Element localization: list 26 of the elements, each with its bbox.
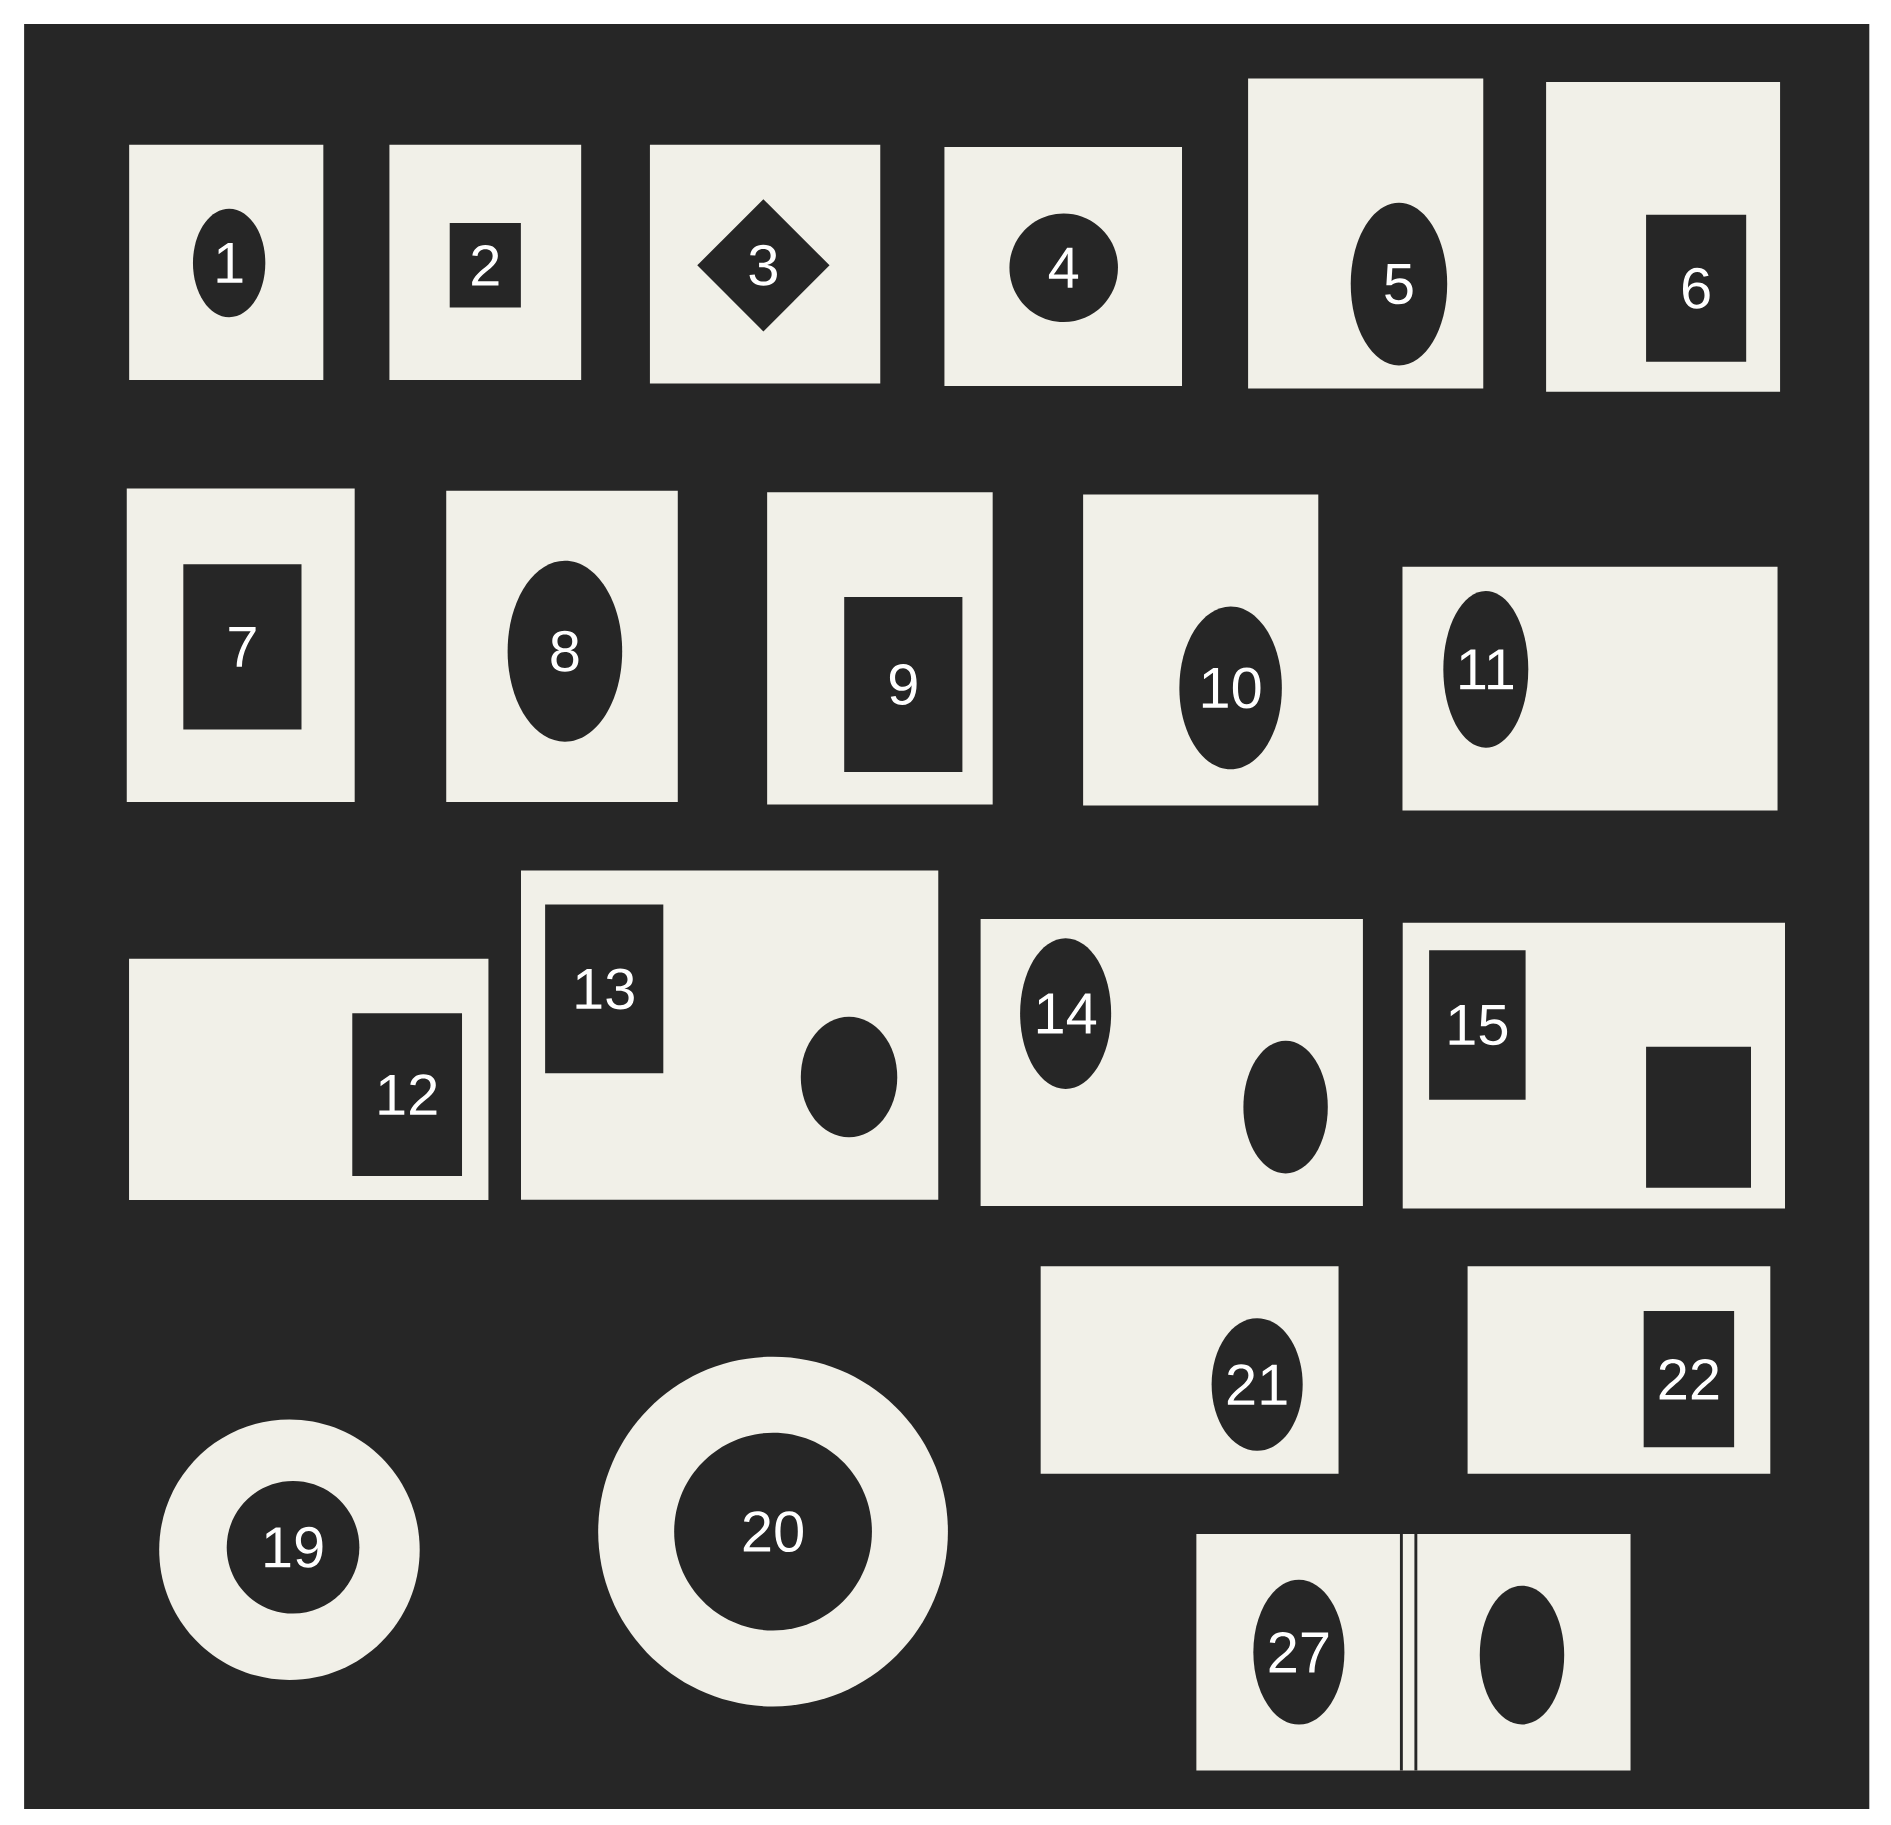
- square: [1646, 1046, 1751, 1188]
- square-badge: 6: [1646, 214, 1747, 362]
- oval-badge: 27: [1253, 1580, 1345, 1725]
- oval-badge: 21: [1211, 1318, 1303, 1451]
- square-badge: 9: [844, 597, 963, 773]
- node-label: 20: [743, 1511, 803, 1553]
- oval: [1243, 1040, 1328, 1174]
- square-badge: 15: [1429, 950, 1526, 1101]
- oval-badge: 10: [1179, 606, 1282, 770]
- oval: [800, 1016, 898, 1138]
- diamond-badge: 3: [697, 199, 830, 332]
- node-label: 19: [265, 1527, 323, 1568]
- round-badge: 19: [226, 1481, 360, 1614]
- oval-badge: 1: [192, 208, 266, 318]
- oval-badge: 5: [1350, 202, 1448, 366]
- square-badge: 2: [449, 223, 521, 308]
- square-badge: 22: [1643, 1311, 1735, 1448]
- square-badge: 12: [352, 1013, 462, 1177]
- square-badge: 7: [183, 564, 302, 730]
- round-badge: 4: [1009, 213, 1118, 323]
- oval: [1479, 1585, 1565, 1725]
- oval-badge: 8: [507, 560, 623, 742]
- round-badge: 20: [674, 1432, 872, 1631]
- oval-badge: 14: [1020, 938, 1112, 1090]
- square-badge: 13: [545, 904, 664, 1074]
- oval-badge: 11: [1443, 591, 1529, 748]
